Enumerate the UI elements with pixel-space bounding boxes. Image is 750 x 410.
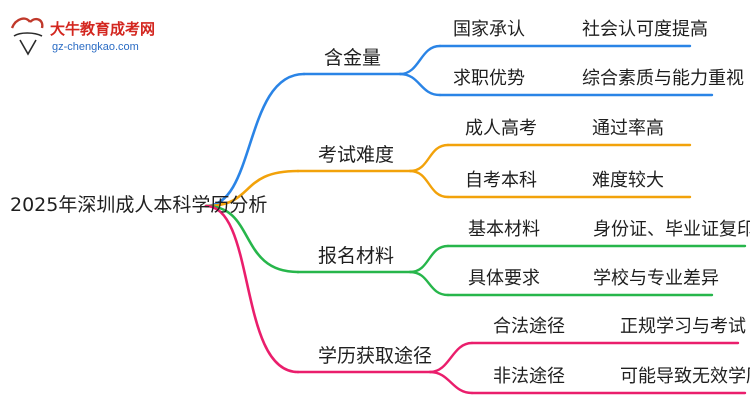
item-label: 具体要求 <box>468 268 540 289</box>
branch-label-pathways: 学历获取途径 <box>318 345 433 367</box>
site-logo[interactable]: 大牛教育成考网 gz-chengkao.com <box>8 14 168 58</box>
item-connector <box>398 44 442 76</box>
item-connector <box>408 143 450 173</box>
logo-site-url: gz-chengkao.com <box>52 41 139 53</box>
item-connector <box>408 270 450 297</box>
branch-connector <box>204 169 300 208</box>
item-note: 难度较大 <box>592 170 664 191</box>
branch-label-value: 含金量 <box>324 47 382 69</box>
branch-label-materials: 报名材料 <box>318 245 395 267</box>
branch-connector <box>204 72 306 208</box>
item-note: 可能导致无效学历 <box>620 366 750 387</box>
bull-logo-icon <box>10 17 44 56</box>
item-connector <box>408 244 450 274</box>
item-connector <box>428 370 474 395</box>
branch-label-difficulty: 考试难度 <box>318 144 395 166</box>
mindmap-root-label: 2025年深圳成人本科学历分析 <box>10 194 268 216</box>
item-label: 国家承认 <box>453 19 525 40</box>
item-connector <box>408 169 450 199</box>
item-note: 学校与专业差异 <box>593 268 719 289</box>
item-note: 身份证、毕业证复印件 <box>593 219 750 240</box>
item-label: 非法途径 <box>493 366 565 387</box>
item-note: 正规学习与考试 <box>620 316 746 337</box>
item-note: 通过率高 <box>592 118 664 139</box>
branch-connector <box>204 204 300 374</box>
branch-connector <box>204 204 300 274</box>
item-label: 成人高考 <box>465 118 537 139</box>
item-label: 自考本科 <box>465 170 537 191</box>
item-note: 社会认可度提高 <box>582 19 708 40</box>
item-label: 合法途径 <box>493 316 565 337</box>
item-note: 综合素质与能力重视 <box>582 68 744 89</box>
item-label: 求职优势 <box>453 68 525 89</box>
item-connector <box>398 72 442 97</box>
item-connector <box>428 341 474 374</box>
item-label: 基本材料 <box>468 219 540 240</box>
logo-site-name: 大牛教育成考网 <box>50 20 156 38</box>
